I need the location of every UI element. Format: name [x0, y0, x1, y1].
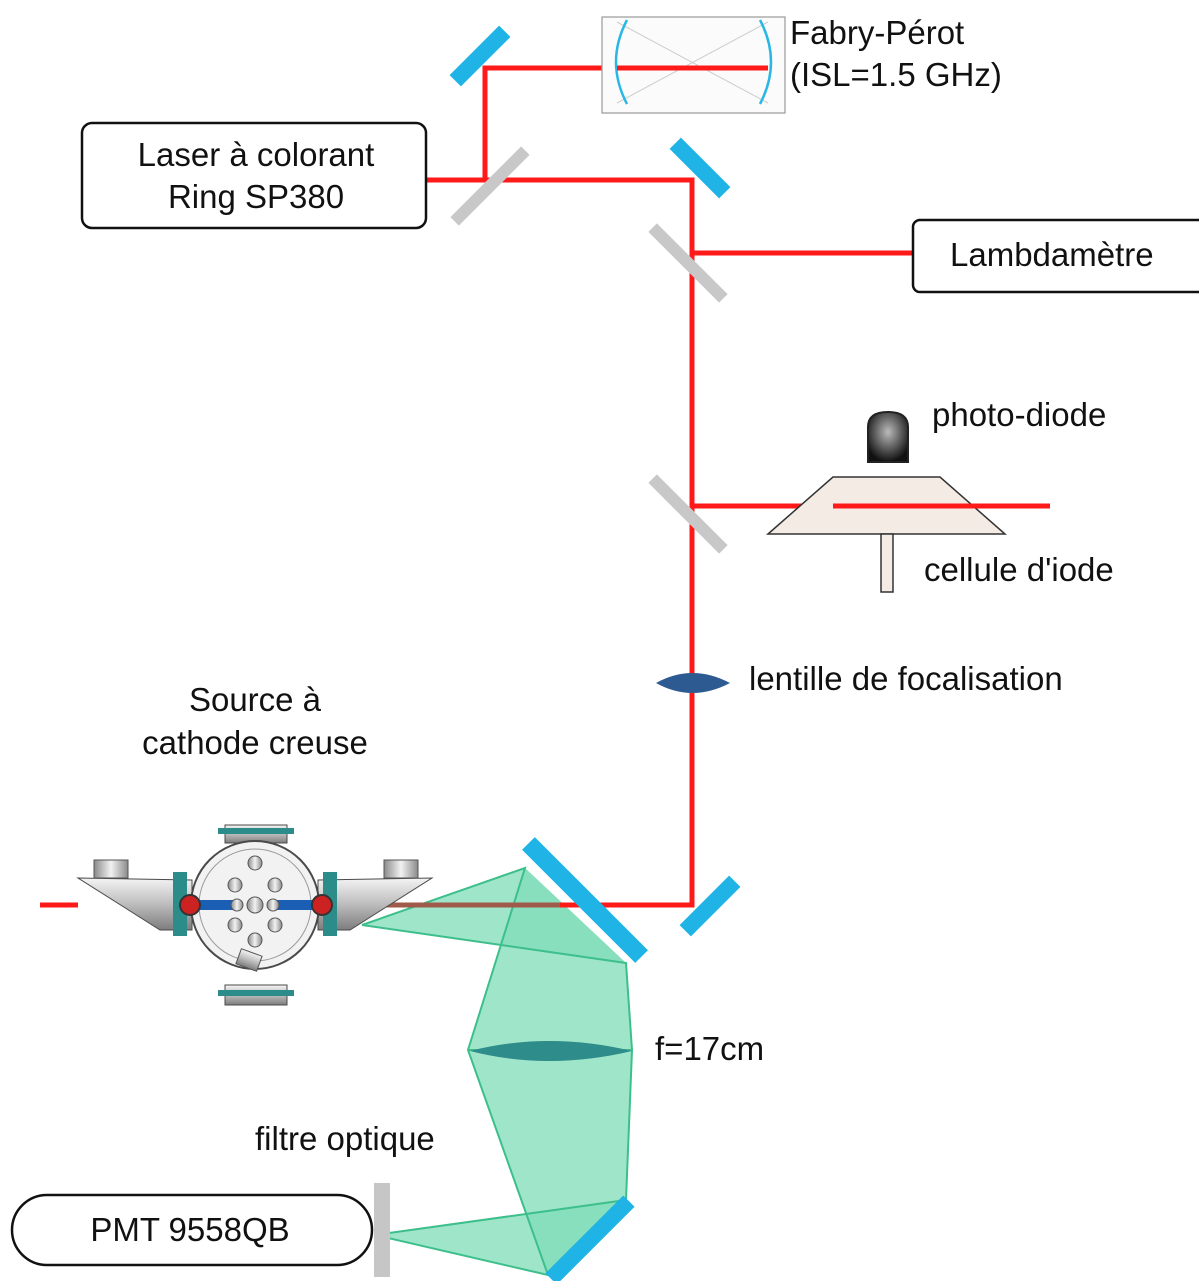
- laser-box: [80, 121, 428, 230]
- source-label-line1: Source à: [189, 681, 322, 718]
- source-label-line2: cathode creuse: [142, 724, 368, 761]
- beamsplitter-icon: [450, 146, 530, 226]
- focusing-lens-label: lentille de focalisation: [749, 660, 1063, 697]
- mirror-icon: [669, 137, 731, 199]
- lambdametre-label: Lambdamètre: [950, 236, 1154, 273]
- mirror-icon: [449, 25, 511, 87]
- iodine-cell-label: cellule d'iode: [924, 551, 1114, 588]
- lenses: [470, 673, 730, 1061]
- labels: Laser à colorant Ring SP380 Fabry-Pérot …: [90, 14, 1153, 1248]
- iodine-cell: [766, 476, 1050, 593]
- mirror-icon: [522, 837, 648, 963]
- laser-label-line1: Laser à colorant: [138, 136, 375, 173]
- mirrors: [449, 25, 741, 1281]
- optical-filter-label: filtre optique: [255, 1120, 435, 1157]
- beamsplitters: [450, 146, 728, 554]
- optical-filter: [374, 1183, 390, 1277]
- hollow-cathode-source-icon: [76, 824, 434, 1006]
- lens-icon: [470, 1041, 632, 1061]
- lens-icon: [656, 673, 730, 693]
- fabry-perot-label-line1: Fabry-Pérot: [790, 14, 964, 51]
- beamsplitter-icon: [648, 223, 728, 303]
- mirror-icon: [545, 1195, 635, 1281]
- focal-length-label: f=17cm: [655, 1030, 764, 1067]
- laser-label-line2: Ring SP380: [168, 178, 344, 215]
- photodiode-label: photo-diode: [932, 396, 1106, 433]
- pmt-box: [10, 1193, 374, 1267]
- fabry-perot: [601, 16, 786, 114]
- lambdametre-box: [911, 218, 1199, 294]
- photodiode-icon: [867, 410, 909, 463]
- fabry-perot-label-line2: (ISL=1.5 GHz): [790, 56, 1002, 93]
- mirror-icon: [679, 875, 741, 937]
- fluorescence-collection: [361, 866, 634, 1277]
- beamsplitter-icon: [648, 474, 728, 554]
- pmt-label: PMT 9558QB: [90, 1211, 289, 1248]
